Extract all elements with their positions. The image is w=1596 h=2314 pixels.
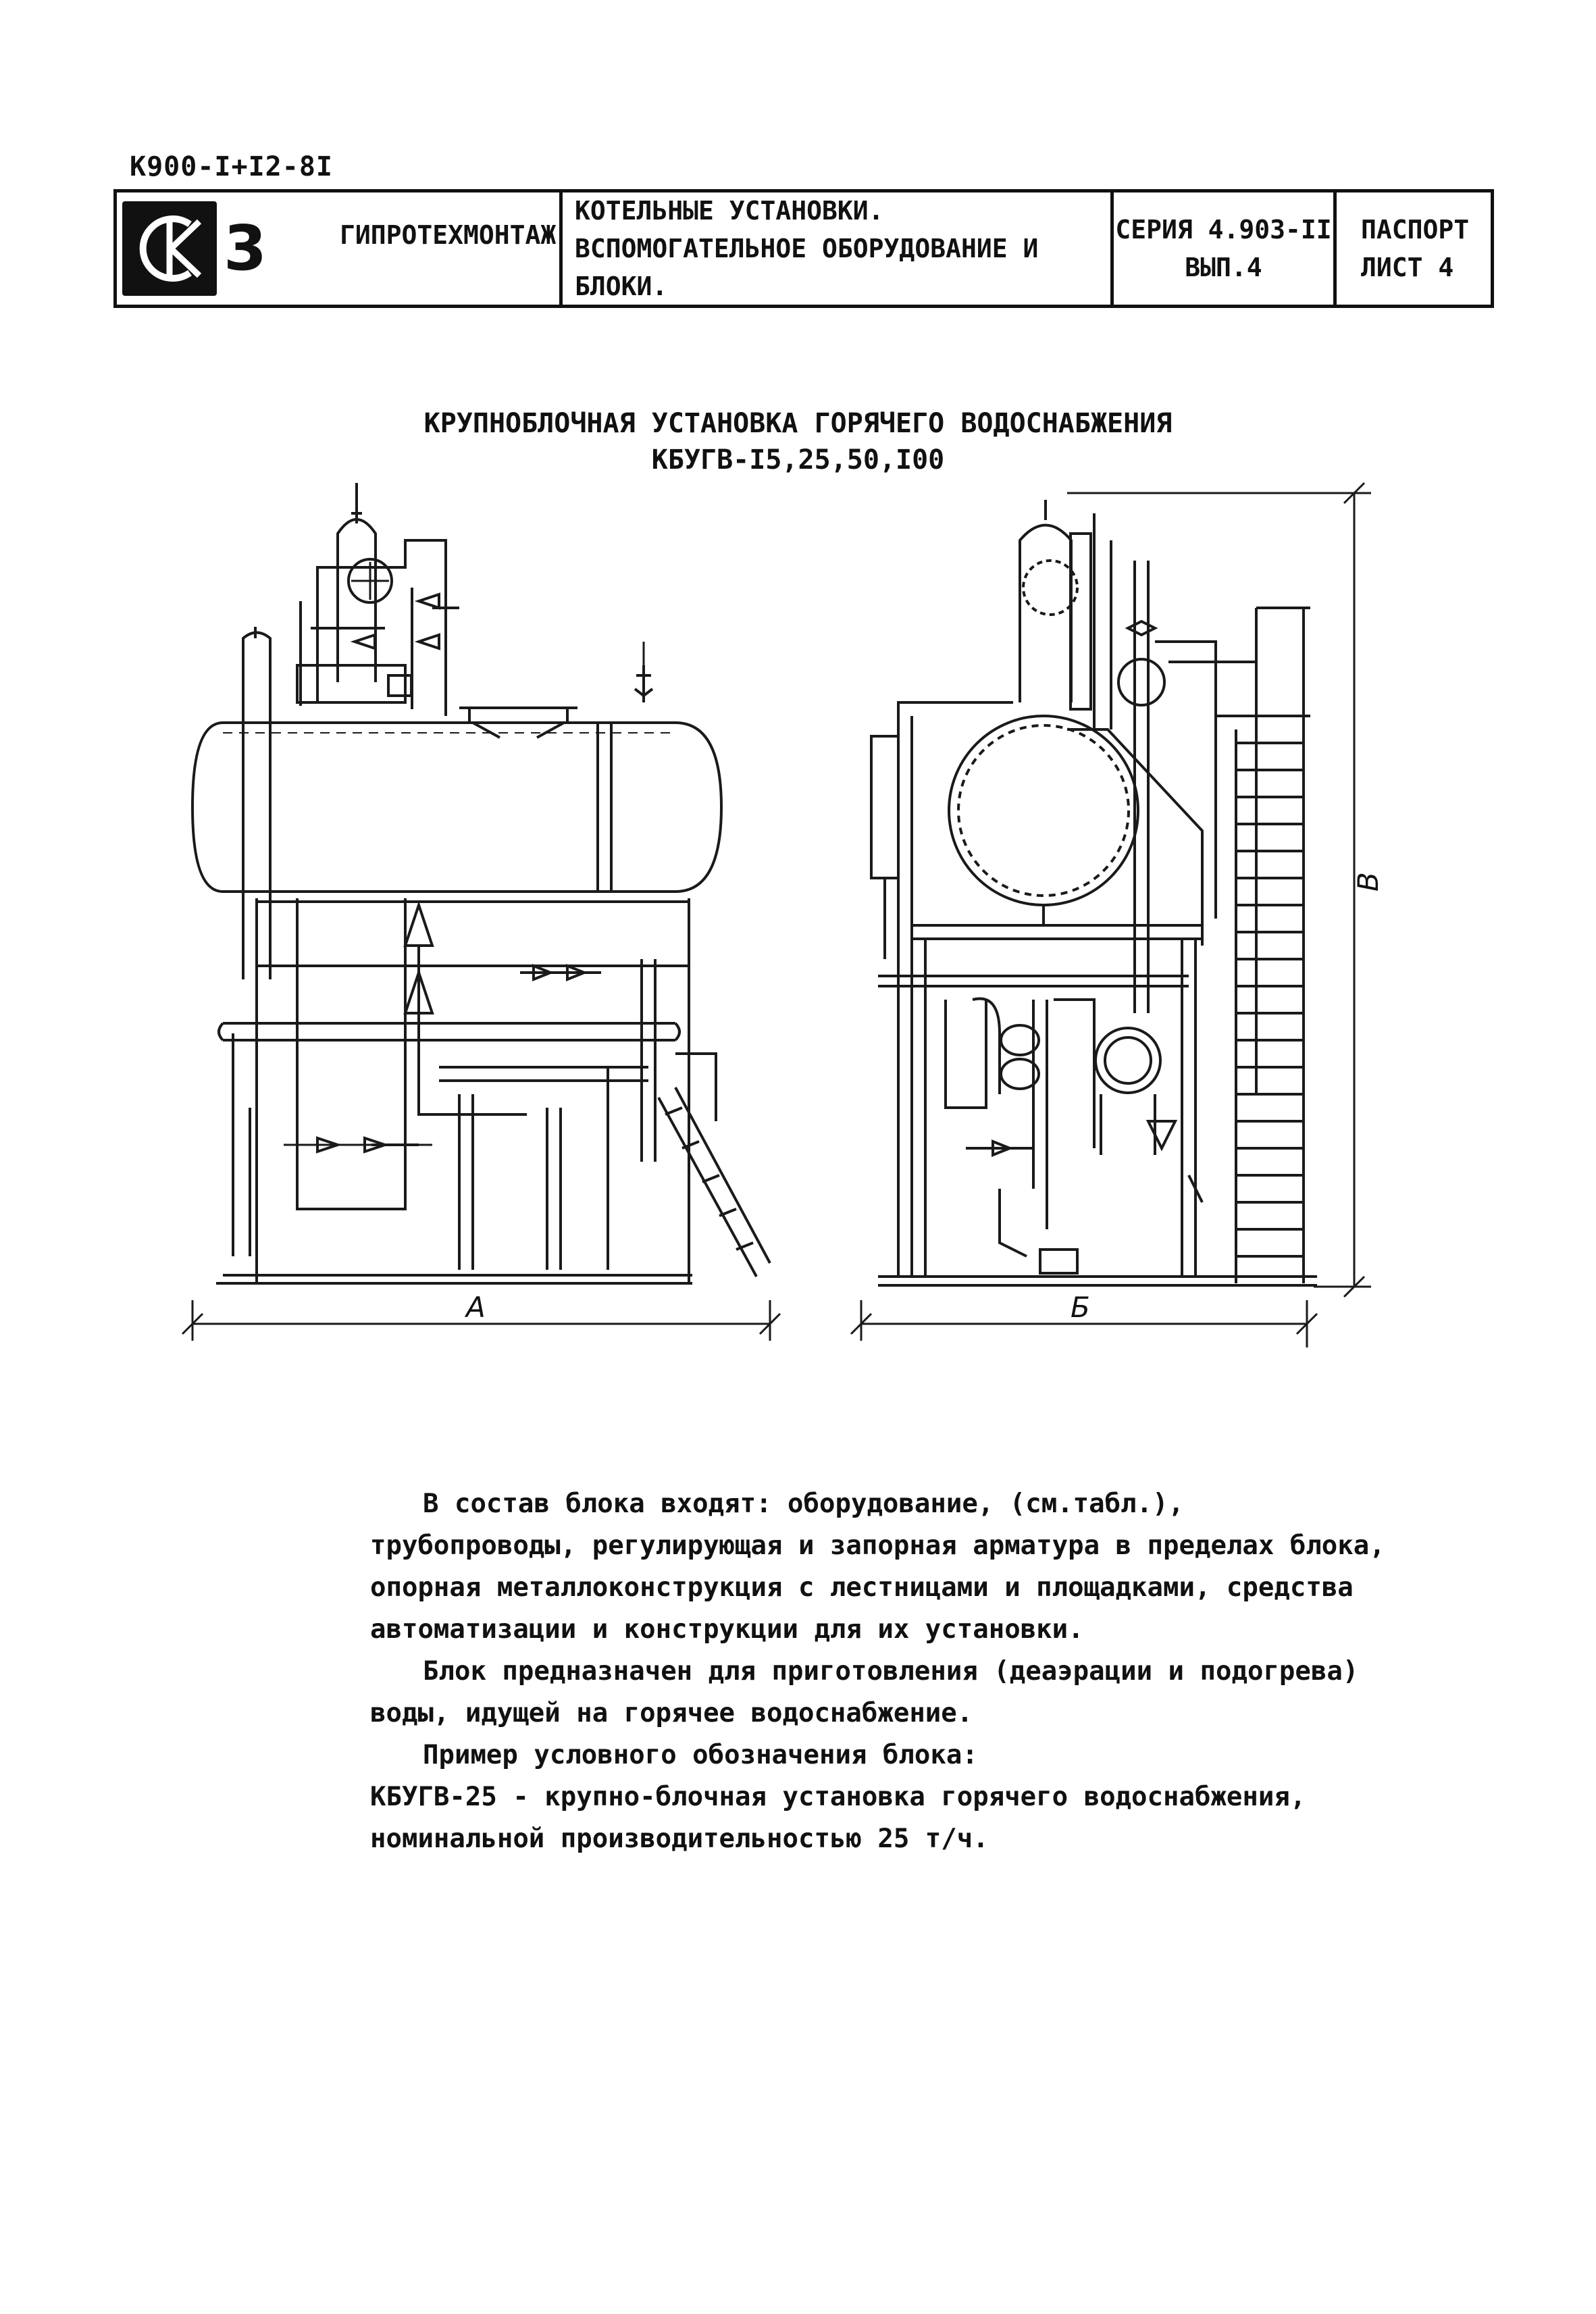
technical-drawing: А Б В: [181, 482, 1385, 1347]
subject-line-2: ВСПОМОГАТЕЛЬНОЕ ОБОРУДОВАНИЕ И БЛОКИ.: [575, 234, 1039, 301]
staircase-front: [657, 1087, 771, 1277]
document-code: К900-I+I2-8I: [130, 151, 333, 182]
dimension-a-label: А: [464, 1291, 486, 1324]
series-number: СЕРИЯ 4.903-II: [1115, 215, 1332, 245]
drawing-title-line-1: КРУПНОБЛОЧНАЯ УСТАНОВКА ГОРЯЧЕГО ВОДОСНА…: [423, 408, 1173, 439]
dimension-b-label: Б: [1071, 1291, 1090, 1324]
title-block: 3 ГИПРОТЕХМОНТАЖ КОТЕЛЬНЫЕ УСТАНОВКИ. ВС…: [113, 189, 1494, 308]
dimension-v: [1067, 482, 1371, 1298]
support-frame-front: [216, 642, 717, 1285]
deaeration-column-side: [1019, 500, 1092, 711]
passport-cell: ПАСПОРТ ЛИСТ 4: [1337, 192, 1491, 305]
description-paragraph-2: Блок предназначен для приготовления (деа…: [370, 1656, 1359, 1728]
dimension-a: [181, 1300, 781, 1341]
subject-cell: КОТЕЛЬНЫЕ УСТАНОВКИ. ВСПОМОГАТЕЛЬНОЕ ОБО…: [563, 192, 1114, 305]
front-view: [181, 483, 781, 1341]
deaerator-tank-side: [948, 715, 1139, 925]
description-paragraph-3: Пример условного обозначения блока:: [423, 1740, 978, 1770]
deaerator-tank-front: [190, 706, 723, 893]
description-text: В состав блока входят: оборудование, (см…: [370, 1483, 1397, 1860]
column-piping-front: [299, 539, 459, 716]
logo-cell: 3 ГИПРОТЕХМОНТАЖ: [117, 192, 563, 305]
document-type: ПАСПОРТ: [1361, 215, 1470, 245]
series-cell: СЕРИЯ 4.903-II ВЫП.4: [1114, 192, 1337, 305]
description-paragraph-4: КБУГВ-25 - крупно-блочная установка горя…: [370, 1782, 1306, 1854]
side-view: [850, 482, 1371, 1347]
drawing-title-line-2: КБУГВ-I5,25,50,I00: [651, 444, 945, 475]
dimension-b: [850, 1300, 1318, 1347]
description-paragraph-1: В состав блока входят: оборудование, (см…: [370, 1489, 1385, 1645]
sheet-number: ЛИСТ 4: [1361, 253, 1454, 282]
issue-number: ВЫП.4: [1185, 253, 1262, 282]
subject-line-1: КОТЕЛЬНЫЕ УСТАНОВКИ.: [575, 196, 884, 226]
logo-icon: [122, 201, 217, 296]
logo-letter: 3: [224, 212, 267, 284]
staircase-side: [1216, 607, 1310, 1283]
support-frame-side: [870, 701, 1317, 1287]
left-vessel-front: [242, 627, 272, 979]
dimension-v-label: В: [1352, 872, 1385, 892]
deaeration-column-front: [296, 483, 413, 704]
organization-name: ГИПРОТЕХМОНТАЖ: [340, 220, 557, 250]
